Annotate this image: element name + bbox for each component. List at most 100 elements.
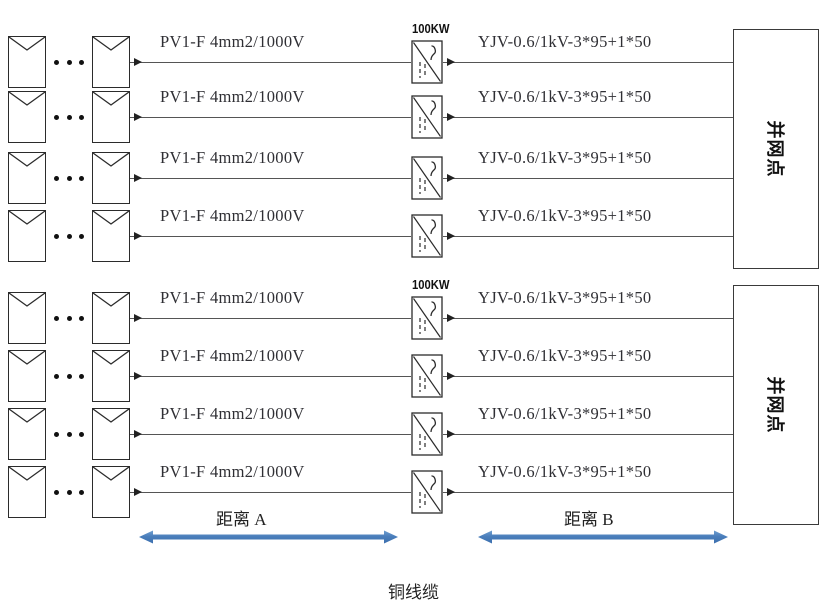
pv-panel-notch [8, 210, 46, 226]
pv-panel-last [92, 91, 130, 143]
pv-panel-first [8, 292, 46, 344]
ellipsis-dot [54, 175, 59, 181]
dc-flow-arrow [134, 487, 142, 496]
ellipsis-dot [79, 315, 84, 321]
pv-series-ellipsis [54, 175, 84, 181]
dc-cable-label: PV1-F 4mm2/1000V [160, 288, 305, 307]
pv-panel-body [8, 152, 46, 204]
pv-panel-body [8, 408, 46, 460]
pv-series-ellipsis [54, 233, 84, 239]
dc-cable-line [130, 318, 411, 319]
ac-flow-arrow [447, 112, 455, 121]
ac-cable-label: YJV-0.6/1kV-3*95+1*50 [478, 87, 652, 106]
dc-cable-label: PV1-F 4mm2/1000V [160, 87, 305, 106]
inverter-symbol [411, 95, 443, 139]
pv-series-ellipsis [54, 59, 84, 65]
dc-cable-line [130, 376, 411, 377]
pv-panel-notch [92, 466, 130, 482]
dc-cable-line [130, 117, 411, 118]
pv-panel-body [8, 350, 46, 402]
ellipsis-dot [66, 373, 72, 379]
pv-panel-first [8, 152, 46, 204]
ac-flow-arrow [447, 173, 455, 182]
dc-cable-line [130, 434, 411, 435]
dc-cable-line [130, 236, 411, 237]
pv-panel-body [92, 466, 130, 518]
pv-panel-body [8, 210, 46, 262]
pv-series-ellipsis [54, 315, 84, 321]
pv-panel-notch [92, 91, 130, 107]
grid-connection-box: 并网点 [733, 29, 819, 269]
inverter-symbol [411, 412, 443, 456]
pv-panel-first [8, 350, 46, 402]
ellipsis-dot [79, 489, 84, 495]
ac-cable-line [443, 236, 733, 237]
pv-panel-last [92, 152, 130, 204]
ellipsis-dot [54, 373, 59, 379]
ac-cable-line [443, 62, 733, 63]
pv-panel-notch [92, 292, 130, 308]
inverter-symbol [411, 354, 443, 398]
inverter-symbol [411, 470, 443, 514]
ellipsis-dot [79, 114, 84, 120]
distance-a-arrow [139, 530, 398, 544]
ac-flow-arrow [447, 429, 455, 438]
dc-cable-label: PV1-F 4mm2/1000V [160, 32, 305, 51]
ac-cable-line [443, 318, 733, 319]
ellipsis-dot [79, 59, 84, 65]
ellipsis-dot [66, 315, 72, 321]
pv-panel-notch [8, 408, 46, 424]
pv-panel-last [92, 408, 130, 460]
inverter-rating-label: 100KW [412, 22, 450, 36]
pv-panel-last [92, 292, 130, 344]
ellipsis-dot [66, 489, 72, 495]
pv-panel-notch [92, 36, 130, 52]
dc-flow-arrow [134, 313, 142, 322]
ac-flow-arrow [447, 231, 455, 240]
grid-connection-box: 并网点 [733, 285, 819, 525]
ac-flow-arrow [447, 371, 455, 380]
pv-panel-body [92, 152, 130, 204]
ac-cable-label: YJV-0.6/1kV-3*95+1*50 [478, 206, 652, 225]
distance-a-label: 距离 A [216, 510, 267, 529]
dc-cable-label: PV1-F 4mm2/1000V [160, 346, 305, 365]
ellipsis-dot [54, 114, 59, 120]
ellipsis-dot [79, 431, 84, 437]
copper-cable-caption: 铜线缆 [388, 583, 439, 602]
ellipsis-dot [79, 233, 84, 239]
ac-cable-line [443, 434, 733, 435]
pv-panel-notch [92, 408, 130, 424]
dc-cable-line [130, 178, 411, 179]
pv-panel-last [92, 210, 130, 262]
pv-panel-body [92, 408, 130, 460]
ac-flow-arrow [447, 57, 455, 66]
pv-panel-body [92, 36, 130, 88]
dc-cable-label: PV1-F 4mm2/1000V [160, 148, 305, 167]
pv-panel-notch [92, 350, 130, 366]
pv-panel-body [8, 466, 46, 518]
dc-flow-arrow [134, 429, 142, 438]
ac-flow-arrow [447, 487, 455, 496]
inverter-rating-label: 100KW [412, 278, 450, 292]
pv-panel-notch [8, 36, 46, 52]
ellipsis-dot [54, 489, 59, 495]
pv-panel-notch [8, 152, 46, 168]
inverter-symbol [411, 296, 443, 340]
ellipsis-dot [66, 175, 72, 181]
pv-panel-first [8, 91, 46, 143]
inverter-symbol [411, 214, 443, 258]
ellipsis-dot [66, 233, 72, 239]
ellipsis-dot [54, 431, 59, 437]
pv-panel-first [8, 210, 46, 262]
dc-flow-arrow [134, 57, 142, 66]
pv-panel-notch [8, 350, 46, 366]
pv-panel-body [92, 210, 130, 262]
pv-panel-last [92, 350, 130, 402]
ellipsis-dot [66, 431, 72, 437]
pv-panel-notch [92, 152, 130, 168]
ac-cable-label: YJV-0.6/1kV-3*95+1*50 [478, 288, 652, 307]
pv-series-ellipsis [54, 431, 84, 437]
dc-flow-arrow [134, 371, 142, 380]
distance-b-label: 距离 B [564, 510, 614, 529]
